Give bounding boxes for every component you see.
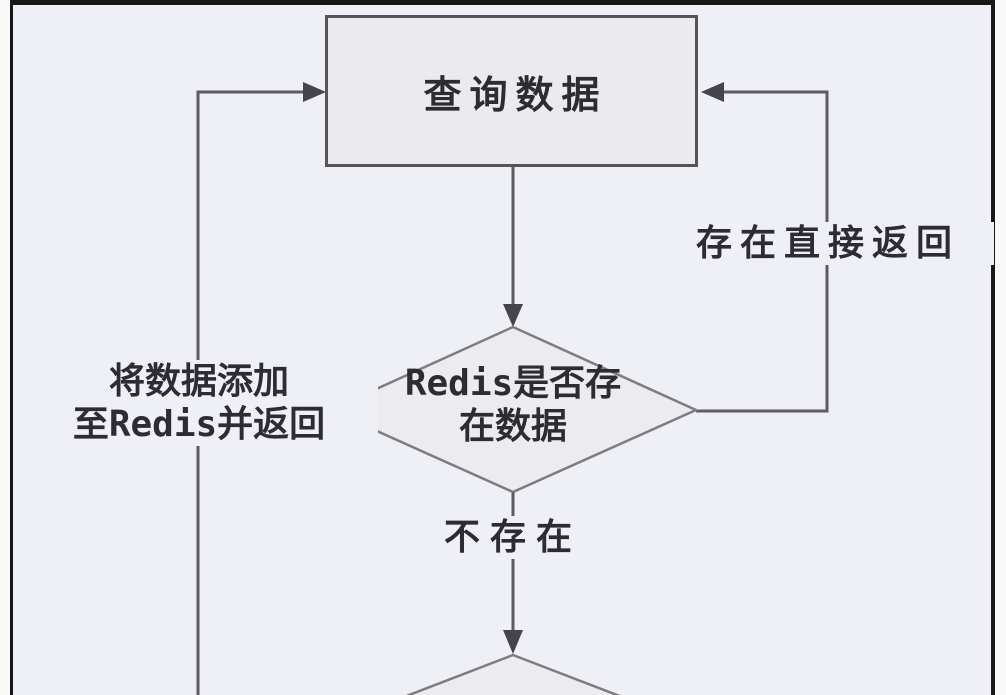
edge-label-add-to-redis-line2: 至Redis并返回 [72, 404, 326, 445]
edge-label-add-to-redis: 将数据添加 至Redis并返回 [20, 360, 378, 446]
edge-label-exists-return: 存在直接返回 [662, 222, 994, 265]
edge-label-add-to-redis-line1: 将数据添加 [108, 361, 289, 402]
query-data-node: 查询数据 [325, 15, 698, 167]
query-data-label: 查询数据 [423, 72, 608, 117]
edge-label-not-exists: 不存在 [423, 516, 603, 559]
redis-decision-label: Redis是否存 在数据 [330, 362, 696, 448]
redis-decision-label-line2: 在数据 [458, 406, 567, 447]
redis-decision-label-line1: Redis是否存 [404, 363, 622, 404]
